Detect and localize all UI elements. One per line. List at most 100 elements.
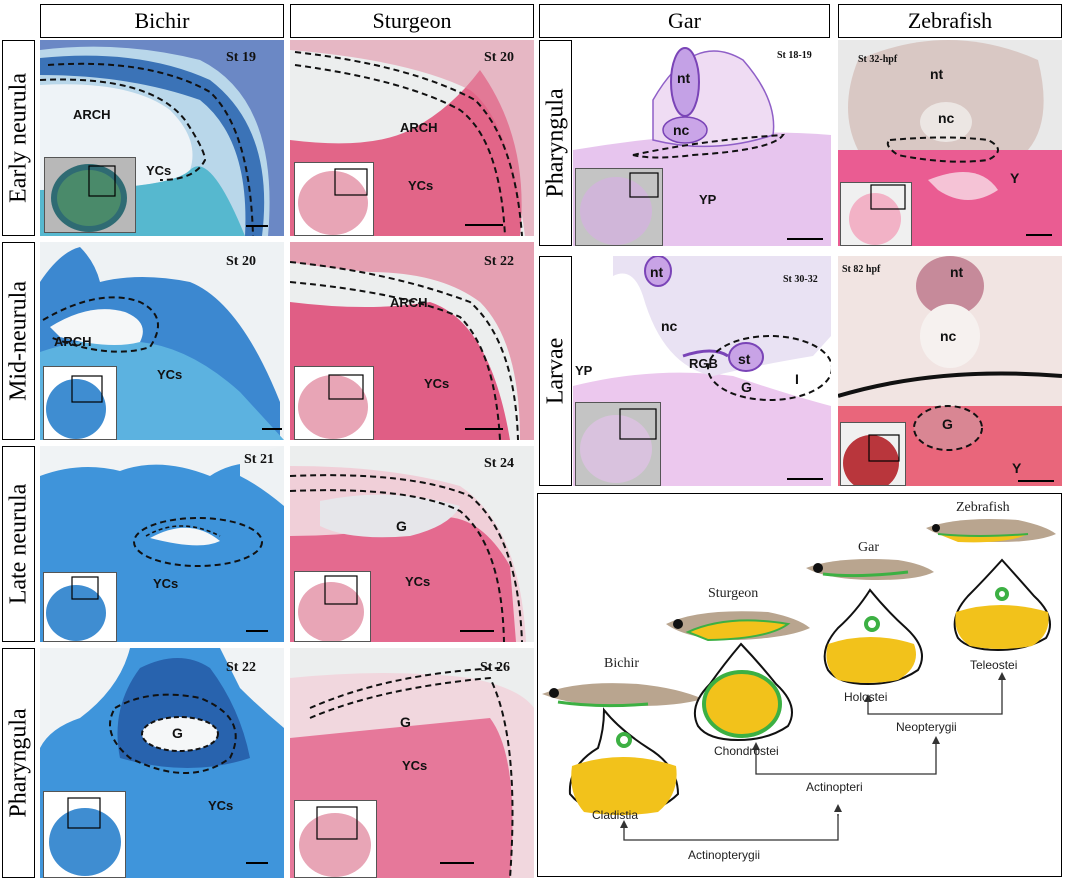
bichir-early-label-ycs: YCs [146, 163, 172, 178]
zebrafish-larvae-label-nc: nc [940, 328, 957, 344]
row-label-early-neurula-text: Early neurula [5, 73, 31, 203]
sturgeon-late-inset [294, 571, 371, 642]
gar-larvae-label-yp: YP [575, 363, 593, 378]
zebrafish-larvae-label-g: G [942, 416, 953, 432]
zebrafish-pharyngula-inset-drawing [849, 184, 906, 245]
bichir-mid-neurula-image: St 20 ARCH YCs [40, 242, 284, 440]
bichir-pharyngula-label-ycs: YCs [208, 798, 234, 813]
sturgeon-late-label-ycs: YCs [405, 574, 431, 589]
bichir-pharyngula-inset [43, 791, 126, 878]
zebrafish-pharyngula-scalebar [1026, 234, 1052, 236]
tree-species-zebrafish: Zebrafish [956, 500, 1010, 515]
sturgeon-late-stage: St 24 [484, 456, 514, 471]
row-label-early-neurula: Early neurula [2, 40, 35, 236]
zebrafish-larvae-image: St 82 hpf nt nc G Y [838, 256, 1062, 486]
tree-species-gar: Gar [858, 540, 879, 555]
tree-species-sturgeon: Sturgeon [708, 586, 759, 601]
sturgeon-mid-neurula-image: St 22 ARCH YCs [290, 242, 534, 440]
tree-clade-neopterygii: Neopterygii [896, 720, 957, 734]
zebrafish-larvae-scalebar [1018, 480, 1054, 482]
bichir-early-scalebar [246, 225, 268, 227]
gar-pharyngula-stage: St 18-19 [777, 50, 812, 61]
bichir-mid-label-ycs: YCs [157, 367, 183, 382]
sturgeon-early-label-arch: ARCH [400, 120, 438, 135]
zebrafish-pharyngula-label-y: Y [1010, 170, 1020, 186]
gar-fish-illustration [806, 559, 934, 580]
row-label-gar-larvae: Larvae [539, 256, 572, 486]
bichir-pharyngula-inset-drawing [49, 797, 121, 876]
sturgeon-mid-inset [294, 366, 374, 440]
gar-pharyngula-label-nc: nc [673, 122, 690, 138]
gar-larvae-scalebar [787, 478, 823, 480]
phylogeny-diagram: Zebrafish Gar Sturgeon Bichir Teleostei … [537, 493, 1062, 877]
column-header-bichir-text: Bichir [134, 8, 190, 33]
zebrafish-larvae-inset [840, 422, 906, 486]
bichir-late-scalebar [246, 630, 268, 632]
gar-larvae-label-g: G [741, 379, 752, 395]
sturgeon-late-inset-drawing [298, 575, 364, 641]
sturgeon-pharyngula-scalebar [440, 862, 474, 864]
row-label-mid-neurula-text: Mid-neurula [5, 281, 31, 401]
phylogeny-tree-arrows [620, 672, 1006, 828]
sturgeon-early-neurula-image: St 20 ARCH YCs [290, 40, 534, 236]
column-header-gar: Gar [539, 4, 830, 38]
zebrafish-pharyngula-label-nt: nt [930, 66, 944, 82]
gar-pharyngula-label-nt: nt [677, 70, 691, 86]
tree-group-holostei: Holostei [844, 690, 888, 704]
zebrafish-larvae-inset-drawing [843, 434, 900, 485]
bichir-late-neurula-image: St 21 YCs [40, 446, 284, 642]
bichir-pharyngula-scalebar [246, 862, 268, 864]
bichir-early-inset [44, 157, 136, 233]
tree-species-bichir: Bichir [604, 656, 639, 671]
tree-group-chondrostei: Chondrostei [714, 744, 779, 758]
column-header-gar-text: Gar [668, 8, 701, 33]
gar-larvae-label-st: st [738, 351, 751, 367]
teleostei-section-glyph [953, 558, 1051, 652]
sturgeon-mid-label-ycs: YCs [424, 376, 450, 391]
bichir-late-inset [43, 572, 117, 642]
zebrafish-larvae-label-y: Y [1012, 460, 1022, 476]
sturgeon-late-scalebar [460, 630, 494, 632]
gar-larvae-image: St 30-32 nt nc YP RGB st G I [573, 256, 831, 486]
bichir-early-stage: St 19 [226, 50, 256, 65]
gar-larvae-label-rgb: RGB [689, 356, 718, 371]
row-label-pharyngula-text: Pharyngula [5, 708, 31, 818]
zebrafish-pharyngula-inset [840, 182, 912, 246]
sturgeon-early-scalebar [465, 224, 503, 226]
sturgeon-pharyngula-image: St 26 G YCs [290, 648, 534, 878]
gar-pharyngula-inset-drawing [580, 172, 659, 245]
gar-pharyngula-inset [575, 168, 663, 246]
sturgeon-pharyngula-label-ycs: YCs [402, 758, 428, 773]
sturgeon-mid-stage: St 22 [484, 254, 514, 269]
bichir-mid-inset-drawing [46, 375, 106, 439]
bichir-pharyngula-stage: St 22 [226, 660, 256, 675]
column-header-zebrafish: Zebrafish [838, 4, 1062, 38]
row-label-late-neurula-text: Late neurula [5, 483, 31, 605]
tree-group-teleostei: Teleostei [970, 658, 1018, 672]
row-label-gar-pharyngula: Pharyngula [539, 40, 572, 246]
bichir-mid-label-arch: ARCH [54, 334, 92, 349]
zebrafish-fish-illustration [926, 519, 1056, 543]
sturgeon-late-label-g: G [396, 518, 407, 534]
column-header-sturgeon: Sturgeon [290, 4, 534, 38]
bichir-late-stage: St 21 [244, 452, 274, 467]
zebrafish-pharyngula-label-nc: nc [938, 110, 955, 126]
holostei-section-glyph [823, 588, 923, 686]
zebrafish-larvae-stage: St 82 hpf [842, 264, 881, 275]
sturgeon-mid-scalebar [465, 428, 503, 430]
sturgeon-early-section-drawing [290, 40, 534, 236]
sturgeon-early-inset-drawing [298, 168, 368, 235]
bichir-mid-stage: St 20 [226, 254, 256, 269]
bichir-fish-illustration [542, 683, 703, 708]
sturgeon-mid-inset-drawing [298, 374, 368, 439]
column-header-bichir: Bichir [40, 4, 284, 38]
gar-larvae-inset [575, 402, 661, 486]
bichir-mid-scalebar [262, 428, 282, 430]
row-label-gar-larvae-text: Larvae [542, 337, 568, 405]
zebrafish-pharyngula-image: St 32-hpf nt nc Y [838, 40, 1062, 246]
phylogeny-drawing [542, 519, 1056, 841]
zebrafish-larvae-label-nt: nt [950, 264, 964, 280]
row-label-late-neurula: Late neurula [2, 446, 35, 642]
column-header-zebrafish-text: Zebrafish [907, 8, 993, 33]
gar-pharyngula-image: St 18-19 nt nc YP [573, 40, 831, 246]
